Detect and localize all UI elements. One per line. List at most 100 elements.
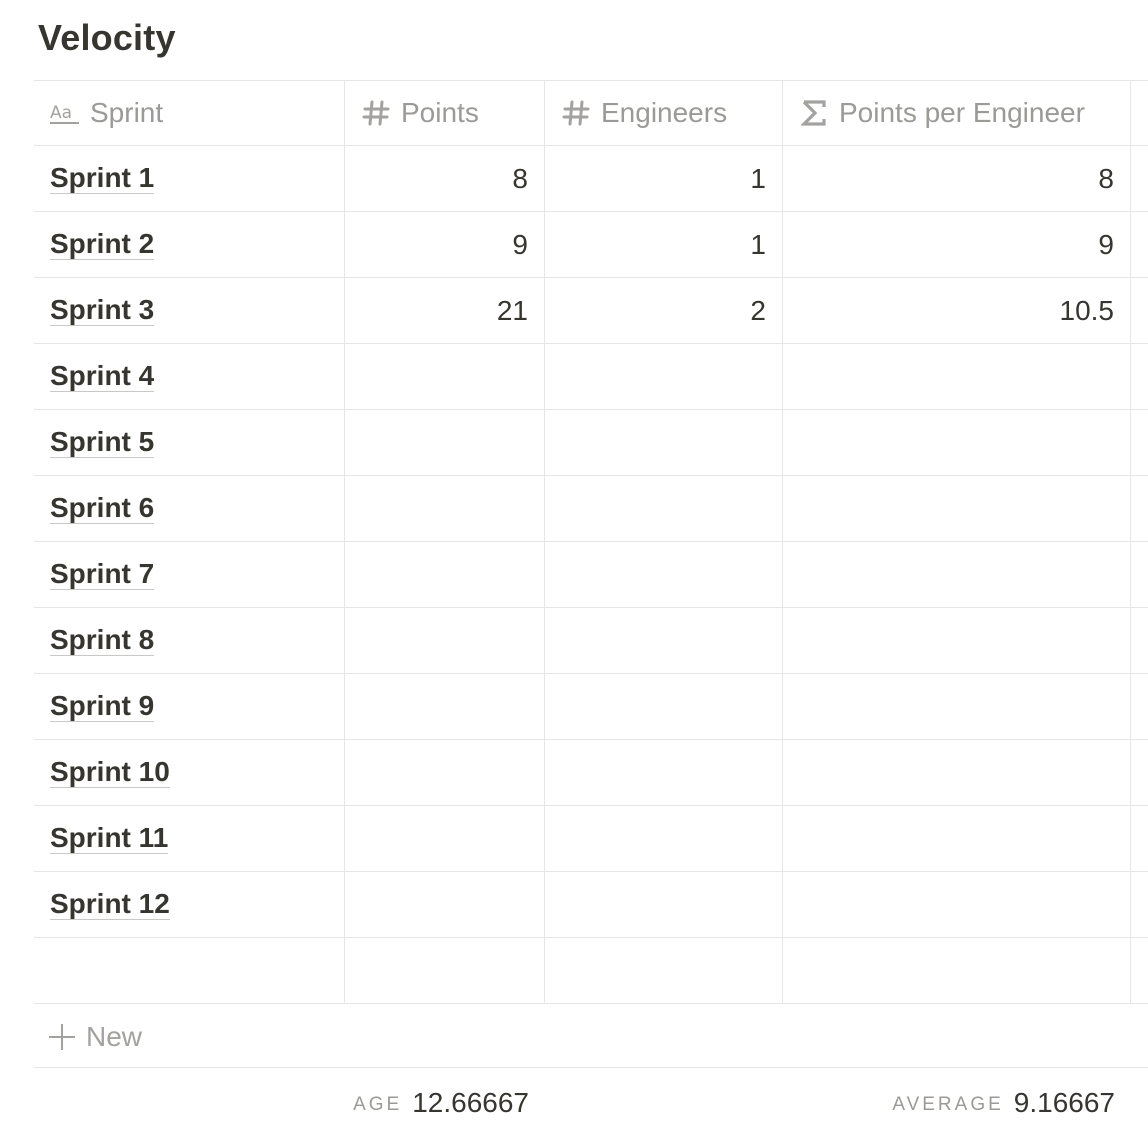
table-row[interactable]: Sprint 1 8 1 8 [34,146,1148,212]
sprint-title-link[interactable]: Sprint 9 [50,690,155,722]
cell-overflow [1131,938,1148,1003]
cell-sprint[interactable]: Sprint 9 [34,674,345,739]
table-row[interactable]: Sprint 7 [34,542,1148,608]
cell-sprint[interactable]: Sprint 2 [34,212,345,277]
table-footer: AGE 12.66667 AVERAGE 9.16667 [34,1070,1148,1136]
cell-points-per-engineer [783,740,1131,805]
cell-engineers[interactable]: 2 [545,278,783,343]
text-property-icon: Aa [50,100,80,126]
column-header-points[interactable]: Points [345,81,545,145]
cell-engineers[interactable] [545,410,783,475]
sprint-title-link[interactable]: Sprint 7 [50,558,155,590]
cell-points-per-engineer [783,542,1131,607]
cell-engineers[interactable] [545,674,783,739]
cell-engineers[interactable] [545,806,783,871]
ppe-calculation[interactable]: AVERAGE 9.16667 [34,1070,1115,1136]
cell-sprint[interactable]: Sprint 1 [34,146,345,211]
cell-engineers[interactable] [545,608,783,673]
table-row[interactable]: Sprint 8 [34,608,1148,674]
cell-sprint[interactable]: Sprint 3 [34,278,345,343]
cell-points[interactable] [345,476,545,541]
cell-engineers[interactable]: 1 [545,146,783,211]
table-row[interactable]: Sprint 10 [34,740,1148,806]
plus-icon [48,1023,76,1051]
table-row[interactable]: Sprint 9 [34,674,1148,740]
table-row[interactable]: Sprint 2 9 1 9 [34,212,1148,278]
cell-points-per-engineer [783,476,1131,541]
cell-overflow [1131,608,1148,673]
cell-points[interactable] [345,608,545,673]
cell-sprint[interactable]: Sprint 12 [34,872,345,937]
cell-points[interactable] [345,542,545,607]
sprint-title-link[interactable]: Sprint 8 [50,624,155,656]
table-row[interactable]: Sprint 5 [34,410,1148,476]
cell-engineers[interactable] [545,872,783,937]
cell-points[interactable] [345,872,545,937]
cell-points-per-engineer [783,410,1131,475]
add-new-row-button[interactable]: New [34,1006,1148,1068]
cell-points[interactable]: 21 [345,278,545,343]
cell-sprint[interactable]: Sprint 7 [34,542,345,607]
cell-points-per-engineer: 8 [783,146,1131,211]
cell-sprint[interactable]: Sprint 10 [34,740,345,805]
cell-points[interactable] [345,740,545,805]
velocity-table: Aa Sprint Points [34,80,1148,1004]
column-header-label: Sprint [90,97,164,128]
table-row[interactable]: Sprint 12 [34,872,1148,938]
column-header-points-per-engineer[interactable]: Points per Engineer [783,81,1131,145]
cell-points[interactable] [345,674,545,739]
cell-points[interactable] [345,344,545,409]
cell-overflow [1131,740,1148,805]
table-row[interactable]: Sprint 6 [34,476,1148,542]
column-header-engineers[interactable]: Engineers [545,81,783,145]
cell-engineers[interactable] [545,740,783,805]
sprint-title-link[interactable]: Sprint 12 [50,888,170,920]
sprint-title-link[interactable]: Sprint 11 [50,822,169,854]
cell-engineers[interactable] [545,542,783,607]
cell-points[interactable] [345,410,545,475]
cell-sprint[interactable]: Sprint 11 [34,806,345,871]
cell-engineers[interactable] [545,344,783,409]
cell-overflow [1131,806,1148,871]
column-header-sprint[interactable]: Aa Sprint [34,81,345,145]
sprint-title-link[interactable]: Sprint 4 [50,360,155,392]
cell-points[interactable]: 8 [345,146,545,211]
table-row[interactable] [34,938,1148,1004]
cell-points[interactable]: 9 [345,212,545,277]
svg-text:Aa: Aa [50,103,72,123]
cell-points-per-engineer [783,806,1131,871]
cell-overflow [1131,212,1148,277]
sprint-title-link[interactable]: Sprint 10 [50,756,170,788]
points-calculation[interactable]: AGE 12.66667 [34,1070,529,1136]
new-row-label: New [86,1020,143,1052]
cell-sprint[interactable]: Sprint 5 [34,410,345,475]
sprint-title-link[interactable]: Sprint 5 [50,426,155,458]
cell-sprint[interactable]: Sprint 4 [34,344,345,409]
ppe-calc-value: 9.16667 [1013,1087,1115,1118]
table-row[interactable]: Sprint 4 [34,344,1148,410]
cell-points-per-engineer [783,344,1131,409]
cell-overflow [1131,278,1148,343]
cell-overflow [1131,476,1148,541]
cell-engineers[interactable]: 1 [545,212,783,277]
cell-engineers[interactable] [545,476,783,541]
cell-points-per-engineer [783,938,1131,1003]
cell-points-per-engineer: 9 [783,212,1131,277]
page-title: Velocity [38,17,176,58]
cell-sprint[interactable]: Sprint 6 [34,476,345,541]
cell-sprint[interactable]: Sprint 8 [34,608,345,673]
cell-points[interactable] [345,806,545,871]
sprint-title-link[interactable]: Sprint 2 [50,228,155,260]
sprint-title-link[interactable]: Sprint 3 [50,294,155,326]
number-property-icon [361,99,391,127]
column-header-label: Points per Engineer [839,97,1085,128]
column-header-overflow [1131,81,1148,145]
table-row[interactable]: Sprint 11 [34,806,1148,872]
column-header-label: Engineers [601,97,728,128]
sprint-title-link[interactable]: Sprint 6 [50,492,155,524]
cell-engineers[interactable] [545,938,783,1003]
table-row[interactable]: Sprint 3 21 2 10.5 [34,278,1148,344]
cell-points[interactable] [345,938,545,1003]
sprint-title-link[interactable]: Sprint 1 [50,162,155,194]
cell-sprint[interactable] [34,938,345,1003]
